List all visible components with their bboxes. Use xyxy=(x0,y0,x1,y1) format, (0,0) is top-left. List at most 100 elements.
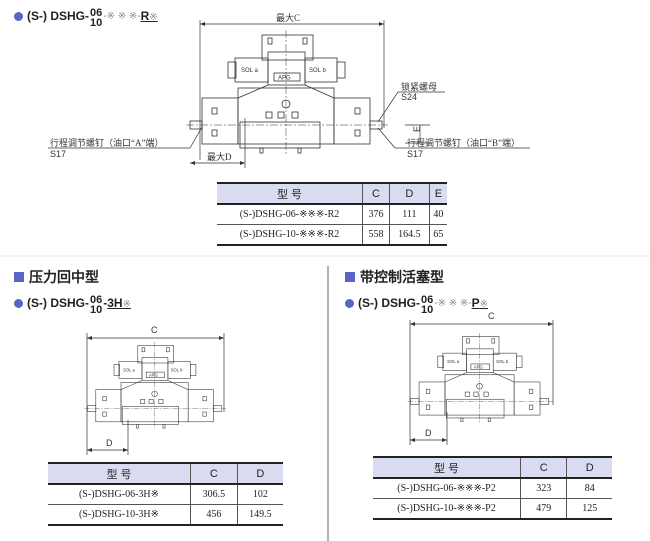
cell-d: 149.5 xyxy=(237,504,283,526)
solenoid-b-cap xyxy=(190,364,197,376)
bolt xyxy=(528,404,534,410)
size-top: 06 xyxy=(90,7,103,19)
model-suffix: R※ xyxy=(141,9,158,23)
port-mark xyxy=(265,111,273,119)
pin xyxy=(460,417,464,422)
bolt xyxy=(166,347,170,353)
header-model: 型 号 xyxy=(48,462,191,485)
dim-label-e: E xyxy=(412,125,423,133)
model-mid: -※ ※ ※- xyxy=(434,297,472,309)
suffix-mark: ※ xyxy=(479,299,489,310)
cell-model: (S-)DSHG-10-※※※-R2 xyxy=(217,224,363,246)
header-c: C xyxy=(190,462,238,485)
pilot-block xyxy=(141,357,169,381)
bolt xyxy=(102,396,107,402)
end-cap-b xyxy=(333,97,371,145)
port-mark xyxy=(291,111,299,119)
bolt xyxy=(425,404,431,410)
cell-d: 111 xyxy=(389,203,430,225)
pin xyxy=(297,147,302,154)
section-title-p: 带控制活塞型 xyxy=(345,267,444,287)
brand-label: APG xyxy=(278,76,291,82)
brand-label: APG xyxy=(149,373,158,378)
lock-nut-size: S24 xyxy=(401,92,418,102)
cell-d: 84 xyxy=(566,477,612,499)
lock-nut-label: 锁紧螺母 xyxy=(401,82,438,92)
brand-plate xyxy=(273,72,301,82)
port-mark xyxy=(140,399,146,404)
end-cap-a xyxy=(95,389,122,423)
neck xyxy=(120,380,189,390)
header-e: E xyxy=(429,182,447,205)
cell-c: 479 xyxy=(520,498,568,520)
sol-b-label: SOL b xyxy=(171,367,183,372)
end-cap-a xyxy=(201,97,239,145)
solenoid-b-cap xyxy=(336,61,346,79)
bullet-icon xyxy=(14,298,23,308)
cell-model: (S-)DSHG-10-※※※-P2 xyxy=(373,498,521,520)
header-d: D xyxy=(566,456,612,479)
manual-override xyxy=(476,383,483,390)
cell-c: 323 xyxy=(520,477,568,499)
suffix-code: 3H xyxy=(107,296,123,310)
solenoid-b-cap xyxy=(515,355,523,368)
model-prefix: (S-) DSHG- xyxy=(358,296,420,310)
solenoid-a-cap xyxy=(113,364,120,376)
pilot-block xyxy=(267,51,306,86)
brand-plate xyxy=(145,371,165,378)
pilot-block xyxy=(466,348,494,373)
section-title-text: 带控制活塞型 xyxy=(360,269,444,285)
cell-c: 456 xyxy=(190,504,238,526)
end-cap-a xyxy=(418,381,446,416)
size-bottom: 10 xyxy=(421,304,434,316)
size-bottom: 10 xyxy=(90,17,103,29)
port-mark xyxy=(464,391,470,397)
screw-a-label: 行程调节螺钉（油口“A”端） xyxy=(50,138,164,148)
bolt xyxy=(491,338,495,344)
square-icon xyxy=(14,272,24,282)
model-mid: - xyxy=(103,296,108,310)
bolt xyxy=(466,338,470,344)
dim-label-max-c: 最大C xyxy=(276,13,301,23)
neck xyxy=(237,84,335,99)
section-title-3h: 压力回中型 xyxy=(14,267,99,287)
port-mark xyxy=(148,399,154,404)
bolt xyxy=(202,411,207,417)
cell-c: 376 xyxy=(362,203,391,225)
cell-c: 306.5 xyxy=(190,483,238,505)
bullet-icon xyxy=(14,11,23,21)
leader-line xyxy=(377,91,399,123)
screw-b-label: 行程调节螺钉（油口“B”端） xyxy=(407,138,520,148)
neck xyxy=(444,372,515,383)
sol-b-label: SOL b xyxy=(309,68,326,74)
sol-a-label: SOL a xyxy=(447,359,460,364)
cell-d: 125 xyxy=(566,498,612,520)
header-model: 型 号 xyxy=(373,456,521,479)
pin xyxy=(136,424,139,429)
cell-c: 558 xyxy=(362,224,391,246)
pin xyxy=(259,147,264,154)
arrow-head xyxy=(87,448,128,452)
port-mark xyxy=(158,399,164,404)
dim-label-c: C xyxy=(488,311,495,321)
dim-label-c: C xyxy=(151,325,158,335)
cell-model: (S-)DSHG-06-※※※-R2 xyxy=(217,203,363,225)
bolt xyxy=(211,129,218,137)
suffix-code: P xyxy=(471,296,480,310)
bolt xyxy=(202,396,207,402)
bolt xyxy=(102,411,107,417)
